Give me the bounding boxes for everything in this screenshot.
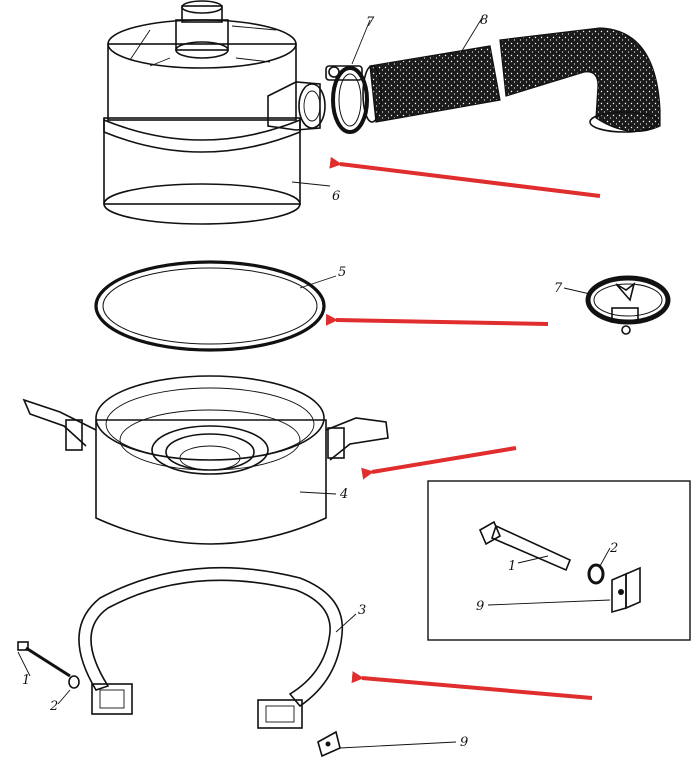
label-clamp-side: 7 bbox=[554, 281, 563, 296]
nut-plate bbox=[317, 730, 341, 758]
label-hose: 8 bbox=[480, 13, 488, 28]
arrow-gasket-ring bbox=[325, 313, 549, 326]
washer bbox=[68, 675, 80, 689]
label-filter-housing: 6 bbox=[332, 189, 340, 204]
label-bolt: 1 bbox=[22, 673, 30, 688]
part-labels: 6 7 8 5 7 4 3 1 2 9 1 2 9 bbox=[22, 13, 618, 750]
oil-pan bbox=[22, 375, 389, 545]
label-inset-bolt: 1 bbox=[508, 559, 516, 574]
label-nut-plate: 9 bbox=[460, 735, 468, 750]
arrow-oil-pan bbox=[361, 446, 517, 480]
label-gasket-ring: 5 bbox=[338, 265, 346, 280]
label-washer: 2 bbox=[49, 699, 58, 714]
detail-inset bbox=[427, 480, 691, 641]
label-strap: 3 bbox=[358, 603, 366, 618]
inset-bolt bbox=[478, 520, 572, 572]
mounting-strap bbox=[78, 566, 344, 729]
intake-hose bbox=[362, 27, 661, 133]
bolt bbox=[17, 641, 71, 678]
highlight-arrows bbox=[325, 156, 601, 700]
filter-housing bbox=[103, 0, 326, 225]
inset-washer bbox=[587, 563, 605, 585]
label-inset-nut-plate: 9 bbox=[476, 599, 484, 614]
label-oil-pan: 4 bbox=[339, 487, 348, 502]
leader-lines bbox=[17, 17, 611, 749]
inset-nut-plate bbox=[611, 566, 641, 614]
gasket-ring bbox=[94, 260, 326, 352]
hose-clamp-top bbox=[325, 65, 369, 134]
label-inset-washer: 2 bbox=[609, 541, 618, 556]
label-clamp-top: 7 bbox=[366, 15, 375, 30]
hose-clamp-side bbox=[585, 275, 671, 335]
arrow-strap bbox=[351, 671, 593, 700]
arrow-filter-housing bbox=[329, 156, 601, 198]
